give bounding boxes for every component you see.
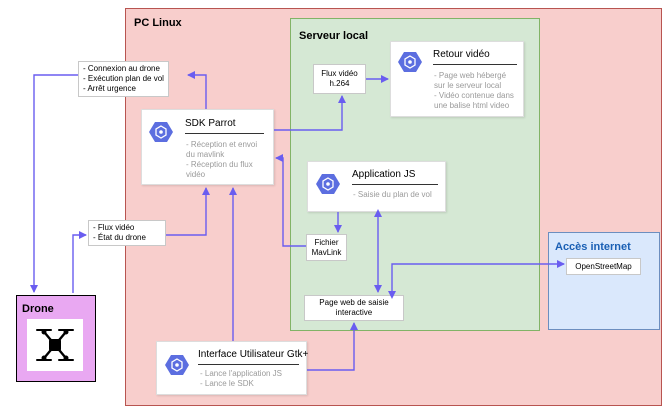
arrow-sdk-to-flux-video	[274, 95, 346, 131]
flux-video-line: Flux vidéo	[321, 69, 358, 78]
interface-gtk-description: - Lance l'application JS - Lance le SDK	[200, 369, 282, 389]
application-js-title: Application JS	[352, 169, 416, 180]
drone-commands-item: - Connexion au drone	[83, 64, 160, 73]
interface-gtk-card: Interface Utilisateur Gtk+ - Lance l'app…	[156, 341, 309, 395]
arrow-drone-to-data-note	[72, 231, 87, 293]
retour-video-icon	[398, 52, 422, 72]
retour-video-line: une balise html video	[434, 101, 510, 110]
retour-video-description: - Page web hébergé sur le serveur local …	[434, 71, 514, 111]
sdk-parrot-line: - Réception du flux	[186, 160, 253, 169]
page-web-saisie-line: Page web de saisie	[319, 298, 389, 307]
sdk-parrot-card: SDK Parrot - Réception et envoi du mavli…	[141, 109, 274, 185]
fichier-mavlink-line: MavLink	[311, 247, 342, 257]
drone-image-frame	[27, 319, 83, 371]
arrow-page-web-openstreetmap	[388, 260, 565, 299]
sdk-parrot-line: du mavlink	[186, 150, 225, 159]
drone-data-note: - Flux vidéo - État du drone	[88, 220, 166, 246]
arrow-mavlink-to-sdk	[275, 154, 306, 247]
retour-video-line: - Vidéo contenue dans	[434, 91, 514, 100]
application-js-icon	[316, 174, 340, 194]
arrow-gtk-to-page-web	[307, 322, 358, 371]
application-js-line: - Saisie du plan de vol	[353, 190, 432, 199]
interface-gtk-icon	[165, 355, 189, 375]
application-js-divider	[352, 184, 438, 185]
drone-commands-note: - Connexion au drone - Exécution plan de…	[78, 61, 169, 97]
sdk-parrot-icon	[149, 122, 173, 142]
retour-video-card: Retour vidéo - Page web hébergé sur le s…	[390, 41, 524, 117]
interface-gtk-line: - Lance l'application JS	[200, 369, 283, 378]
sdk-parrot-line: vidéo	[186, 170, 206, 179]
acces-internet-region: Accès internet	[548, 232, 660, 330]
arrow-commands-to-drone	[30, 74, 78, 293]
drone-commands-item: - Exécution plan de vol	[83, 74, 164, 83]
drone-data-item: - État du drone	[93, 233, 146, 242]
retour-video-divider	[433, 64, 517, 65]
sdk-parrot-line: - Réception et envoi	[186, 140, 258, 149]
drone-data-item: - Flux vidéo	[93, 223, 135, 232]
serveur-local-title: Serveur local	[299, 30, 369, 42]
fichier-mavlink-line: Fichier	[314, 237, 339, 247]
drone-commands-item: - Arrêt urgence	[83, 84, 136, 93]
arrow-data-note-to-sdk	[166, 187, 210, 236]
interface-gtk-line: - Lance le SDK	[200, 379, 254, 388]
sdk-parrot-title: SDK Parrot	[185, 118, 236, 129]
application-js-card: Application JS - Saisie du plan de vol	[307, 161, 446, 212]
page-web-saisie-line: interactive	[335, 308, 373, 317]
openstreetmap-label: OpenStreetMap	[575, 261, 632, 271]
fichier-mavlink-box: Fichier MavLink	[306, 234, 347, 261]
retour-video-title: Retour vidéo	[433, 49, 490, 60]
page-web-saisie-box: Page web de saisie interactive	[304, 295, 404, 321]
acces-internet-title: Accès internet	[555, 241, 631, 253]
interface-gtk-divider	[198, 364, 299, 365]
pc-linux-title: PC Linux	[134, 17, 182, 29]
retour-video-line: - Page web hébergé	[434, 71, 507, 80]
quadcopter-drone-icon	[36, 329, 74, 361]
openstreetmap-box: OpenStreetMap	[566, 258, 641, 275]
flux-video-box: Flux vidéo h.264	[313, 64, 366, 94]
drone-title: Drone	[22, 303, 54, 315]
interface-gtk-title: Interface Utilisateur Gtk+	[198, 349, 309, 360]
drone-region: Drone	[16, 295, 96, 382]
sdk-parrot-divider	[185, 133, 264, 134]
flux-video-line: h.264	[329, 79, 350, 88]
arrow-sdk-to-commands	[187, 71, 207, 109]
retour-video-line: sur le serveur local	[434, 81, 502, 90]
application-js-description: - Saisie du plan de vol	[353, 190, 432, 200]
sdk-parrot-description: - Réception et envoi du mavlink - Récept…	[186, 140, 257, 180]
